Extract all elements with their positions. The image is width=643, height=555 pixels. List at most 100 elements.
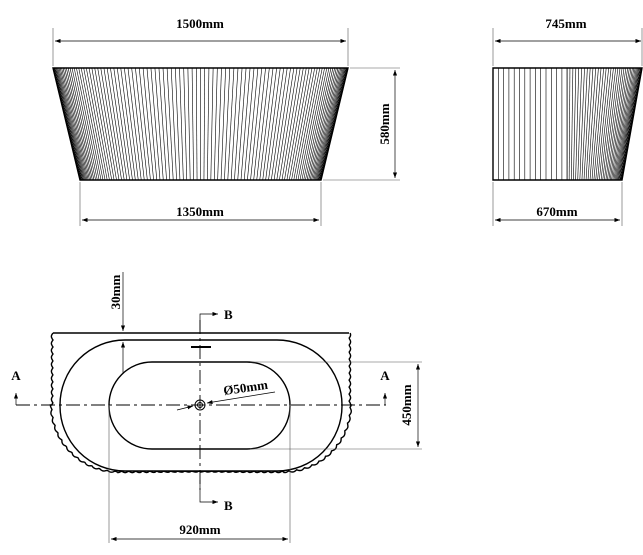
flute-line (311, 67, 337, 181)
flute-line (166, 67, 174, 181)
flute-line (146, 67, 158, 181)
flute-line (94, 67, 115, 181)
flute-line (319, 67, 348, 181)
flute-line (120, 67, 136, 181)
flute-line (619, 67, 639, 181)
flute-line (113, 67, 130, 181)
flute-line (621, 67, 642, 181)
flute-line (127, 67, 142, 181)
side-fluting (492, 67, 643, 181)
flute-line (613, 67, 632, 181)
flute-line (308, 67, 334, 181)
flute-line (103, 67, 122, 181)
flute-line (110, 67, 128, 181)
flute-line (59, 67, 87, 181)
flute-line (158, 67, 167, 181)
flute-line (593, 67, 604, 181)
flute-line (597, 67, 609, 181)
flute-line (318, 67, 347, 181)
flute-line (295, 67, 318, 181)
flute-line (234, 67, 243, 181)
flute-line (86, 67, 108, 181)
flute-line (316, 67, 344, 181)
flute-line (253, 67, 266, 181)
flute-line (142, 67, 154, 181)
flute-line (620, 67, 641, 181)
flute-line (583, 67, 591, 181)
flute-line (299, 67, 323, 181)
front-outline (52, 67, 349, 181)
flute-line (237, 67, 247, 181)
flute-line (303, 67, 328, 181)
flute-line (288, 67, 310, 181)
flute-line (76, 67, 100, 181)
flute-line (618, 67, 638, 181)
side-view: 745mm 670mm (492, 16, 643, 226)
flute-line (80, 67, 104, 181)
front-bottom-width-label: 1350mm (176, 204, 224, 219)
flute-line (587, 67, 597, 181)
plan-view: Ø50mm A A B B 30mm 450mm 920mm (11, 272, 422, 543)
flute-line (131, 67, 145, 181)
flute-line (203, 67, 206, 181)
flute-line (319, 67, 347, 181)
flute-line (240, 67, 251, 181)
flute-line (256, 67, 270, 181)
flute-line (317, 67, 345, 181)
flute-line (614, 67, 633, 181)
flute-line (315, 67, 343, 181)
flute-line (195, 67, 198, 181)
flute-line (589, 67, 599, 181)
flute-line (250, 67, 263, 181)
flute-line (279, 67, 298, 181)
drain-diameter-label: Ø50mm (222, 377, 269, 398)
flute-line (607, 67, 623, 181)
flute-line (600, 67, 614, 181)
flute-line (175, 67, 181, 181)
flute-line (609, 67, 627, 181)
side-bottom-width-label: 670mm (536, 204, 577, 219)
flute-line (217, 67, 222, 181)
flute-line (577, 67, 582, 181)
front-view: 1500mm 1350mm 580mm (52, 16, 400, 226)
front-fluting (52, 67, 349, 181)
flute-line (286, 67, 307, 181)
flute-line (265, 67, 281, 181)
flute-line (154, 67, 164, 181)
flute-line (54, 67, 83, 181)
flute-line (100, 67, 120, 181)
flute-line (61, 67, 88, 181)
flute-line (56, 67, 84, 181)
basin-length-label: 920mm (179, 522, 220, 537)
flute-line (210, 67, 214, 181)
flute-line (591, 67, 602, 181)
section-a-right-label: A (380, 368, 390, 383)
flute-line (318, 67, 346, 181)
plan-rim-inner-edge (59, 339, 343, 472)
flute-line (585, 67, 594, 181)
flute-line (259, 67, 274, 181)
flute-line (135, 67, 148, 181)
flute-line (571, 67, 574, 181)
flute-line (268, 67, 285, 181)
flute-line (150, 67, 161, 181)
flute-line (73, 67, 98, 181)
flute-line (314, 67, 342, 181)
flute-line (55, 67, 83, 181)
flute-line (78, 67, 102, 181)
flute-line (273, 67, 291, 181)
flute-line (276, 67, 295, 181)
flute-line (262, 67, 277, 181)
flute-line (69, 67, 95, 181)
flute-line (183, 67, 188, 181)
flute-line (243, 67, 255, 181)
flute-line (291, 67, 313, 181)
flute-line (67, 67, 93, 181)
flute-line (191, 67, 194, 181)
flute-line (179, 67, 184, 181)
flute-line (313, 67, 340, 181)
flute-line (187, 67, 191, 181)
flute-line (53, 67, 82, 181)
